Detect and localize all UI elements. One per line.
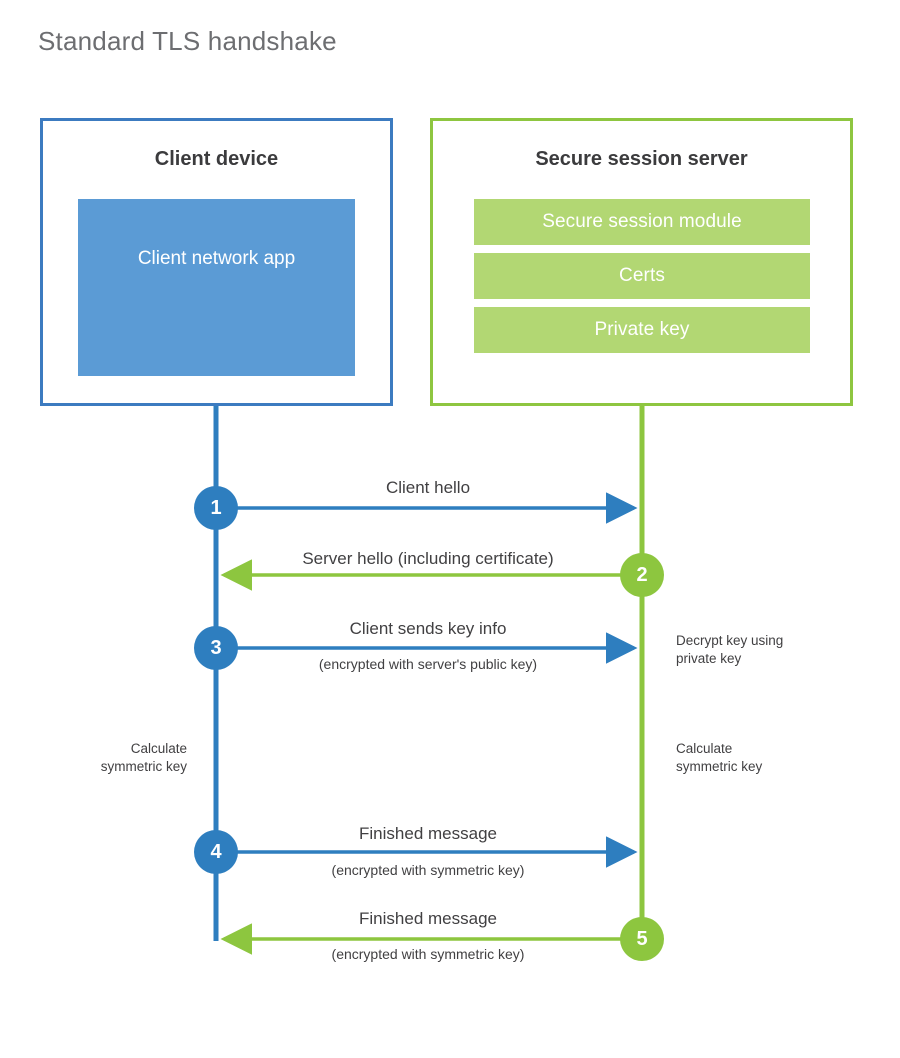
page-title: Standard TLS handshake — [38, 26, 337, 56]
note-calculate-symmetric-key-server: Calculate symmetric key — [676, 741, 763, 774]
step-circle-3[interactable]: 3 — [194, 626, 238, 670]
step-number-3: 3 — [210, 637, 222, 659]
step-number-2: 2 — [636, 564, 648, 586]
server-component-certs: Certs — [474, 253, 810, 299]
note-decrypt-key: Decrypt key using private key — [676, 633, 784, 666]
secure-session-server-box: Secure session server Secure session mod… — [430, 118, 853, 406]
server-component-secure-session-module: Secure session module — [474, 199, 810, 245]
message-label-step-3: Client sends key info — [349, 619, 507, 638]
message-label-step-2: Server hello (including certificate) — [302, 549, 554, 568]
message-label-step-4: Finished message — [359, 824, 497, 843]
client-device-box: Client device Client network app — [40, 118, 393, 406]
step-circle-1[interactable]: 1 — [194, 486, 238, 530]
client-network-app-block: Client network app — [78, 199, 355, 376]
step-number-4: 4 — [210, 841, 222, 863]
message-sublabel-step-3: (encrypted with server's public key) — [318, 656, 538, 672]
step-number-5: 5 — [636, 928, 648, 950]
message-sublabel-step-4: (encrypted with symmetric key) — [331, 862, 525, 878]
server-component-private-key: Private key — [474, 307, 810, 353]
step-circle-5[interactable]: 5 — [620, 917, 664, 961]
client-network-app-label: Client network app — [137, 248, 296, 269]
client-device-title: Client device — [154, 148, 279, 170]
message-label-step-1: Client hello — [385, 478, 471, 497]
step-circle-4[interactable]: 4 — [194, 830, 238, 874]
message-sublabel-step-5: (encrypted with symmetric key) — [331, 946, 525, 962]
secure-session-server-title: Secure session server — [535, 148, 748, 170]
message-label-step-5: Finished message — [359, 909, 497, 928]
step-circle-2[interactable]: 2 — [620, 553, 664, 597]
step-number-1: 1 — [210, 497, 222, 519]
note-calculate-symmetric-key-client: Calculate symmetric key — [100, 741, 187, 774]
server-component-list: Secure session module Certs Private key — [474, 199, 810, 353]
